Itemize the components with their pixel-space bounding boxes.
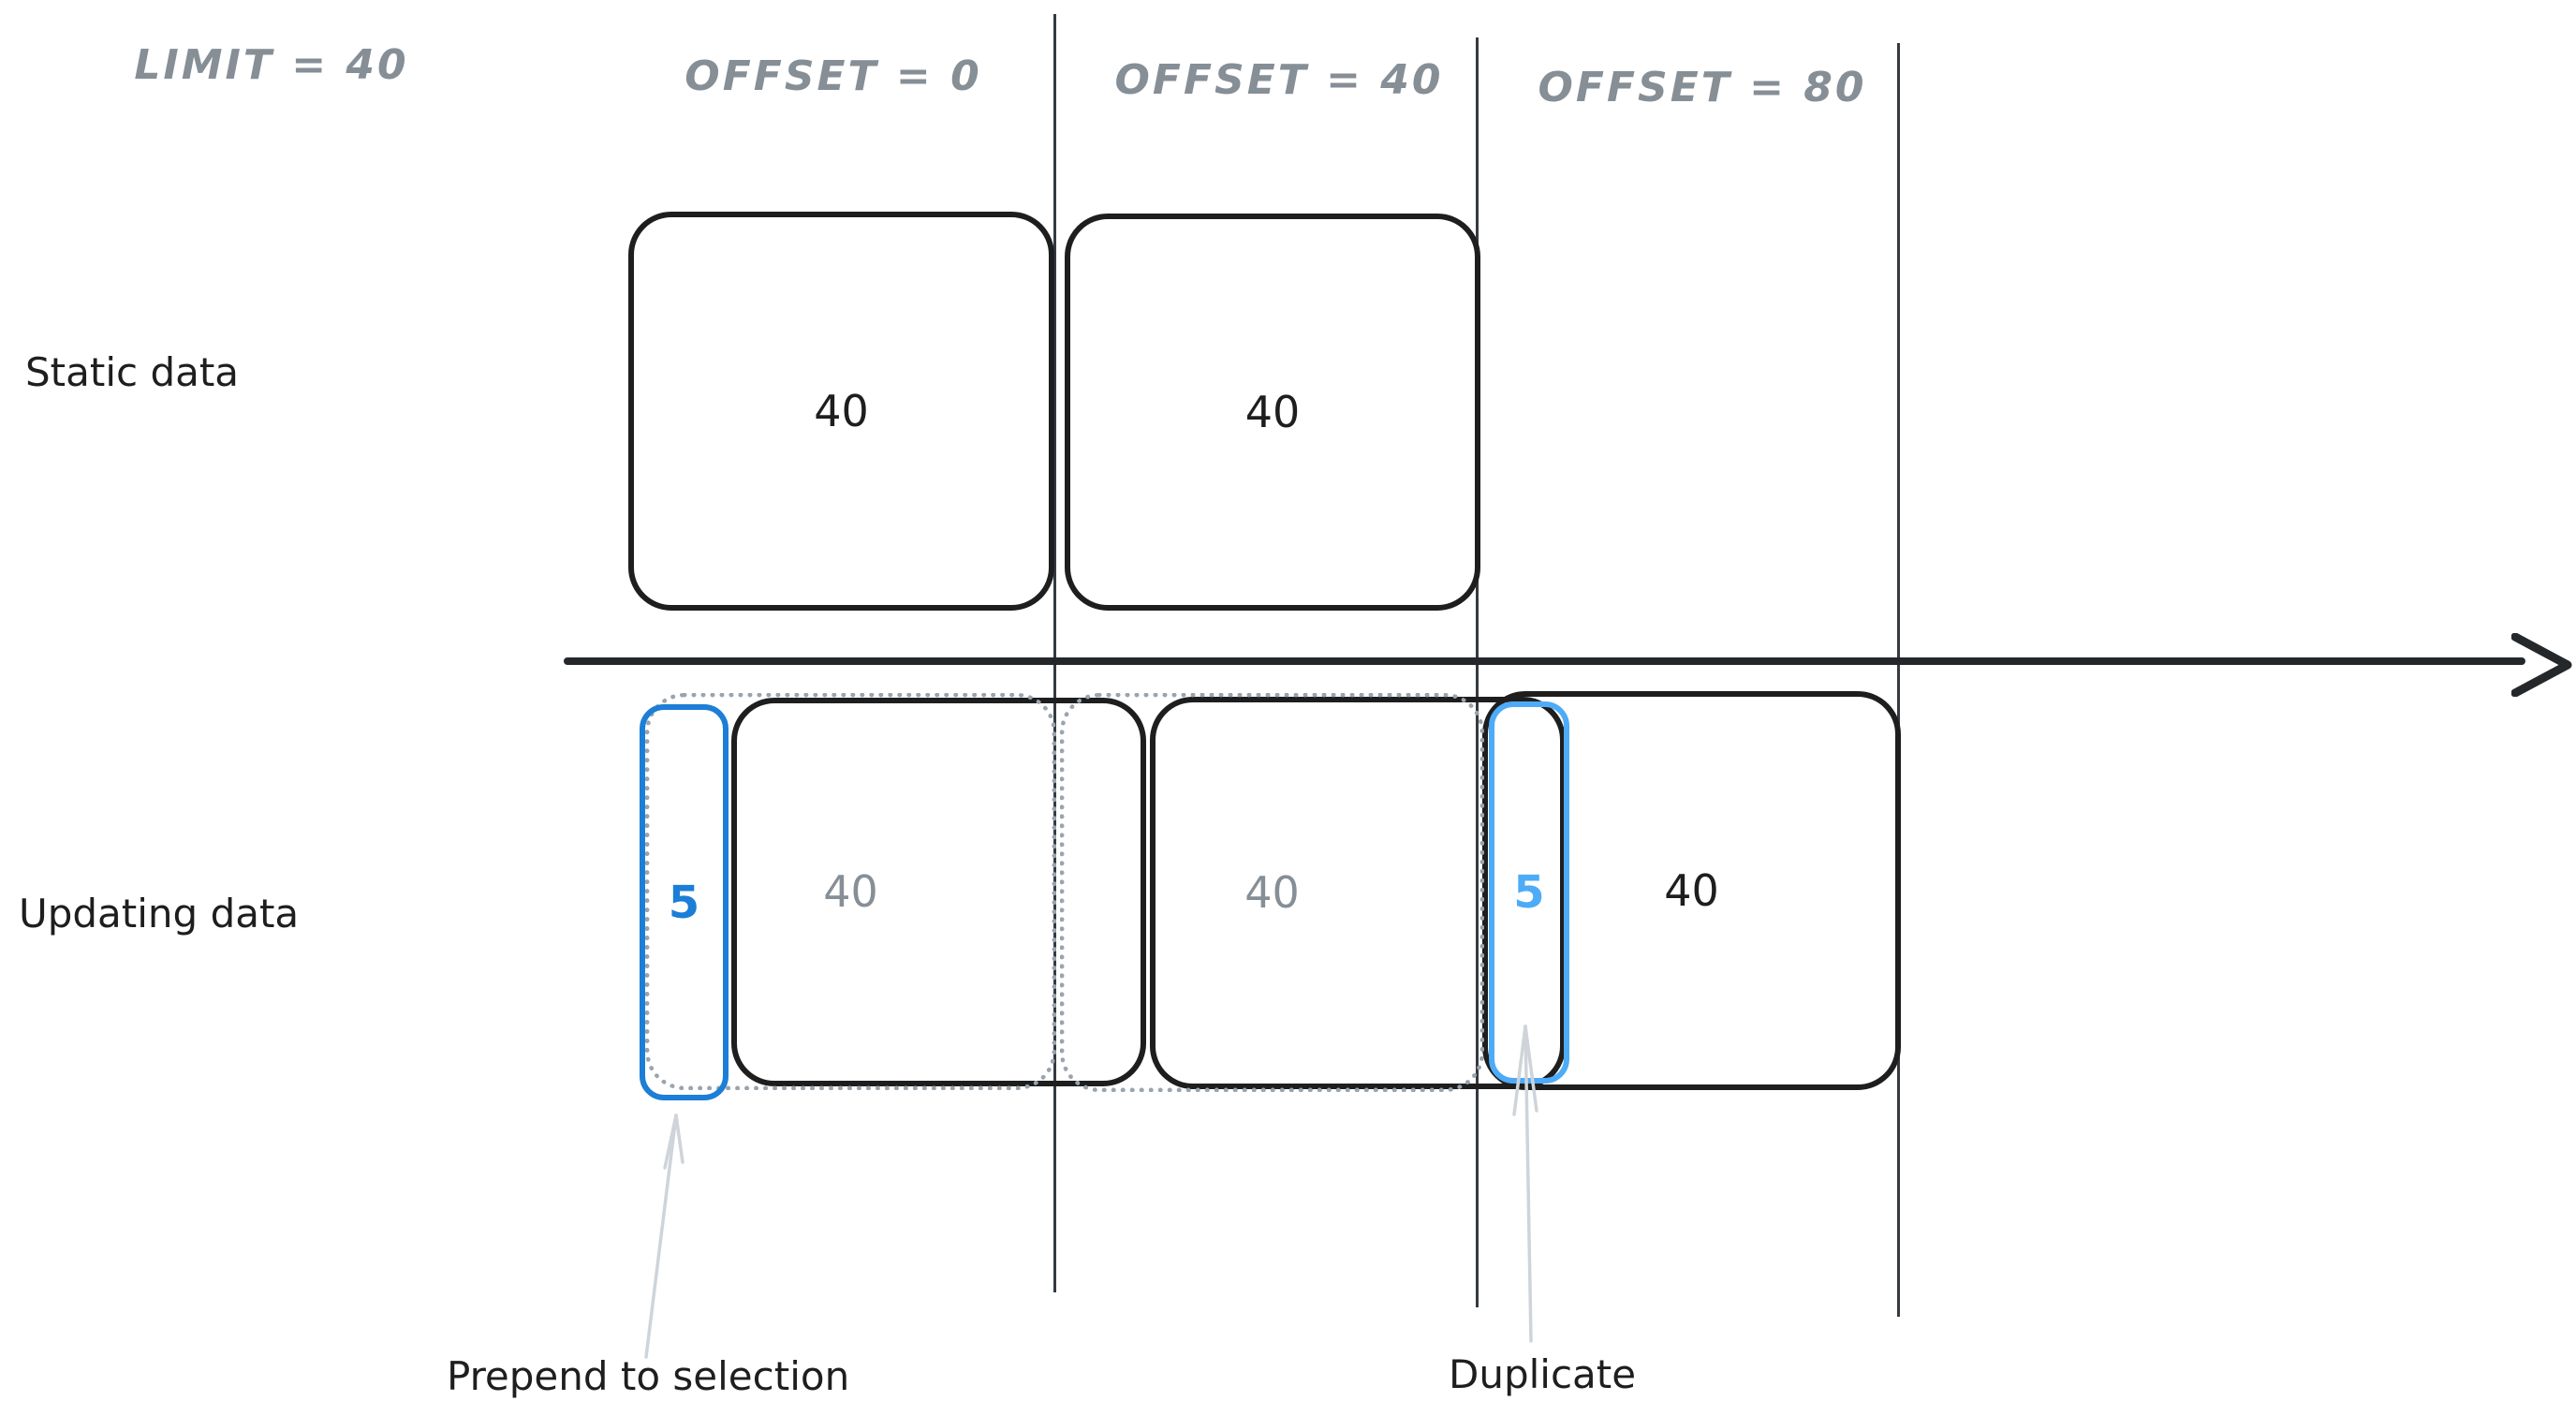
column-divider-3 <box>1897 43 1900 1317</box>
duplicate-items-box: 5 <box>1489 701 1569 1084</box>
column-header-offset-0: OFFSET = 0 <box>684 52 982 100</box>
prepend-annotation-arrow-icon <box>633 1108 693 1361</box>
row-label-static-data: Static data <box>25 349 240 395</box>
static-page2-box: 40 <box>1065 214 1480 611</box>
axis-arrowhead-icon <box>2511 633 2575 697</box>
column-divider-2 <box>1476 37 1479 1307</box>
prepended-items-box: 5 <box>640 704 729 1100</box>
column-header-offset-80: OFFSET = 80 <box>1538 64 1867 111</box>
updating-page3-box: 40 <box>1482 691 1901 1090</box>
column-divider-1 <box>1053 14 1056 1292</box>
duplicate-annotation-arrow-icon <box>1500 1019 1560 1345</box>
updating-page2-box <box>1150 697 1566 1089</box>
updating-page1-box <box>731 698 1146 1086</box>
annotation-duplicate-label: Duplicate <box>1449 1351 1637 1397</box>
static-page1-count: 40 <box>814 386 869 436</box>
timeline-axis <box>564 657 2525 665</box>
annotation-prepend-label: Prepend to selection <box>447 1353 850 1399</box>
duplicate-items-count: 5 <box>1513 866 1545 919</box>
row-label-updating-data: Updating data <box>19 891 300 937</box>
column-header-offset-40: OFFSET = 40 <box>1114 56 1444 104</box>
prepended-items-count: 5 <box>668 876 700 929</box>
updating-page3-count: 40 <box>1664 865 1719 916</box>
static-page1-box: 40 <box>628 212 1054 611</box>
column-header-limit: LIMIT = 40 <box>134 41 409 89</box>
static-page2-count: 40 <box>1244 387 1301 437</box>
